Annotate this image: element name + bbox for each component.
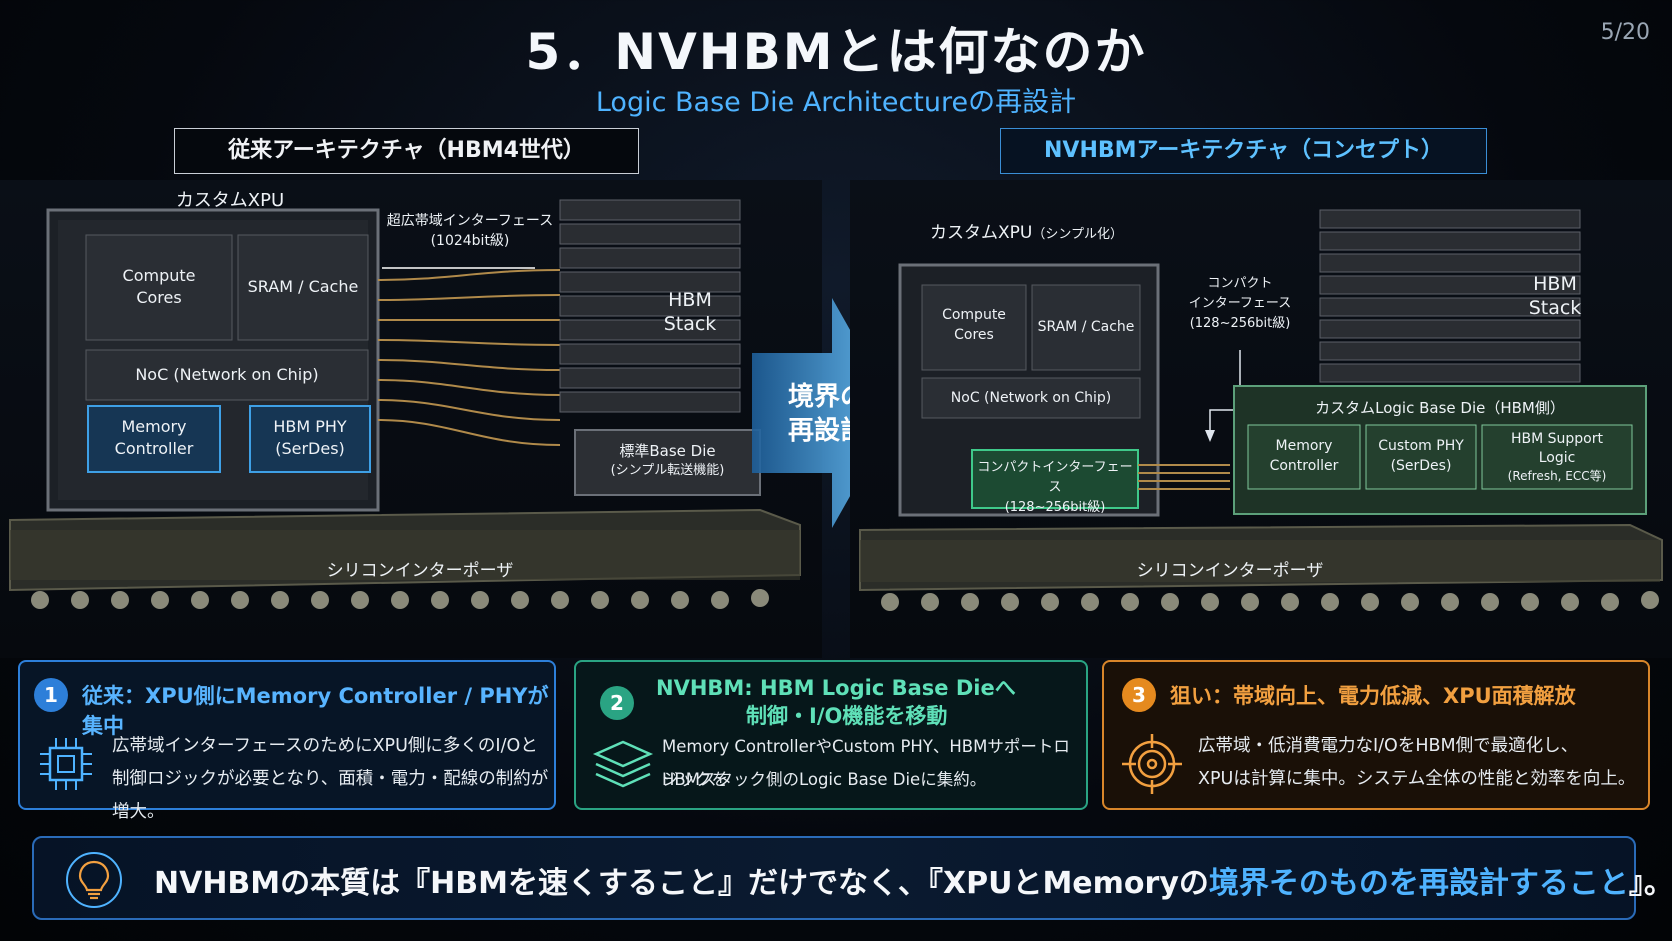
xpu-label-simple: カスタムXPU xyxy=(930,223,1033,243)
custom-phy-block: Custom PHY (SerDes) xyxy=(1378,438,1464,474)
noc-block: NoC (Network on Chip) xyxy=(135,365,319,384)
card-body-line2: XPUは計算に集中。システム全体の性能と効率を向上。 xyxy=(1198,769,1636,789)
wide-interface-label: 超広帯域インターフェース xyxy=(386,213,554,229)
xpu-label: カスタムXPU xyxy=(175,190,285,211)
interposer-label: シリコンインターポーザ xyxy=(326,561,514,581)
card-number-badge: 3 xyxy=(1122,678,1156,712)
page-number: 5/20 xyxy=(1600,20,1650,45)
key-message-bar: NVHBMの本質は『HBMを速くすること』だけでなく、『XPUとMemoryの境… xyxy=(32,836,1672,920)
hbm-stack-label: HBM Stack xyxy=(663,289,717,335)
card-conventional: 1 従来：XPU側にMemory Controller / PHYが集中 広帯域… xyxy=(18,660,556,822)
conventional-architecture-diagram: カスタムXPU Compute Cores SRAM / Cache NoC (… xyxy=(0,180,822,658)
memory-controller-block: Memory Controller xyxy=(114,417,194,458)
key-message: NVHBMの本質は『HBMを速くすること』だけでなく、『XPUとMemoryの境… xyxy=(154,858,1672,902)
card-title: NVHBM: HBM Logic Base Dieへ xyxy=(656,676,1016,700)
compute-cores-simple: Compute Cores xyxy=(942,307,1006,343)
page-title: 5．NVHBMとは何なのか xyxy=(525,23,1147,81)
key-message-part3: 』。 xyxy=(1628,866,1672,901)
hbm-support-note: (Refresh, ECC等) xyxy=(1507,469,1607,483)
card-body-line1: 広帯域インターフェースのためにXPU側に多くのI/Oと xyxy=(112,736,538,756)
lightbulb-icon xyxy=(66,852,122,908)
xpu-simplified-note: （シンプル化） xyxy=(1032,227,1123,242)
compact-interface-callout: コンパクト インターフェース (128~256bit級) xyxy=(1188,276,1292,331)
compact-interface-block: コンパクトインターフェース (128~256bit級) xyxy=(977,460,1133,515)
card-title-line2: 制御・I/O機能を移動 xyxy=(746,704,948,728)
card-body-line1: Memory ControllerやCustom PHY、HBMサポートロジック… xyxy=(662,737,1070,789)
card-body-line1: 広帯域・低消費電力なI/OをHBM側で最適化し、 xyxy=(1198,736,1579,756)
hbm-phy-block: HBM PHY (SerDes) xyxy=(273,417,347,458)
nvhbm-architecture-diagram: カスタムXPU（シンプル化） Compute Cores SRAM / Cach… xyxy=(850,180,1672,658)
sram-cache: SRAM / Cache xyxy=(247,277,359,296)
card-number-badge: 1 xyxy=(34,678,68,712)
card-body-line2: HBMスタック側のLogic Base Dieに集約。 xyxy=(662,770,987,789)
logic-base-die-label: カスタムLogic Base Die（HBM側） xyxy=(1315,399,1565,417)
compute-cores: Compute Cores xyxy=(122,266,196,307)
chip-icon xyxy=(40,738,92,790)
wide-interface-width: (1024bit級) xyxy=(430,233,510,249)
card-body-line2: 制御ロジックが必要となり、面積・電力・配線の制約が増大。 xyxy=(112,769,549,822)
base-die-label: 標準Base Die xyxy=(619,442,716,460)
card-title: 従来：XPU側にMemory Controller / PHYが集中 xyxy=(82,684,549,738)
hbm-stack-label-right: HBM Stack xyxy=(1528,273,1582,319)
layers-icon xyxy=(592,740,654,788)
card-goals: 3 狙い：帯域向上、電力低減、XPU面積解放 広帯域・低消費電力なI/OをHBM… xyxy=(1102,660,1650,810)
noc-block-simple: NoC (Network on Chip) xyxy=(950,390,1112,406)
interposer-label-right: シリコンインターポーザ xyxy=(1136,561,1324,581)
key-message-part1: NVHBMの本質は『HBMを速くすること』だけでなく、『XPUとMemoryの xyxy=(154,866,1209,901)
card-title: 狙い：帯域向上、電力低減、XPU面積解放 xyxy=(1170,684,1576,708)
panel-label-conventional: 従来アーキテクチャ（HBM4世代） xyxy=(174,128,639,174)
memory-controller-hbm-side: Memory Controller xyxy=(1269,438,1339,474)
card-number-badge: 2 xyxy=(600,686,634,720)
hbm-support-logic: HBM Support Logic xyxy=(1510,431,1603,466)
panel-label-nvhbm: NVHBMアーキテクチャ（コンセプト） xyxy=(1000,128,1487,174)
card-nvhbm: 2 NVHBM: HBM Logic Base Dieへ 制御・I/O機能を移動… xyxy=(574,660,1088,810)
target-icon xyxy=(1122,734,1182,794)
base-die-note: (シンプル転送機能) xyxy=(610,463,725,478)
key-message-highlight: 境界そのものを再設計すること xyxy=(1208,866,1629,901)
sram-cache-simple: SRAM / Cache xyxy=(1037,319,1135,335)
page-subtitle: Logic Base Die Architectureの再設計 xyxy=(595,87,1077,118)
